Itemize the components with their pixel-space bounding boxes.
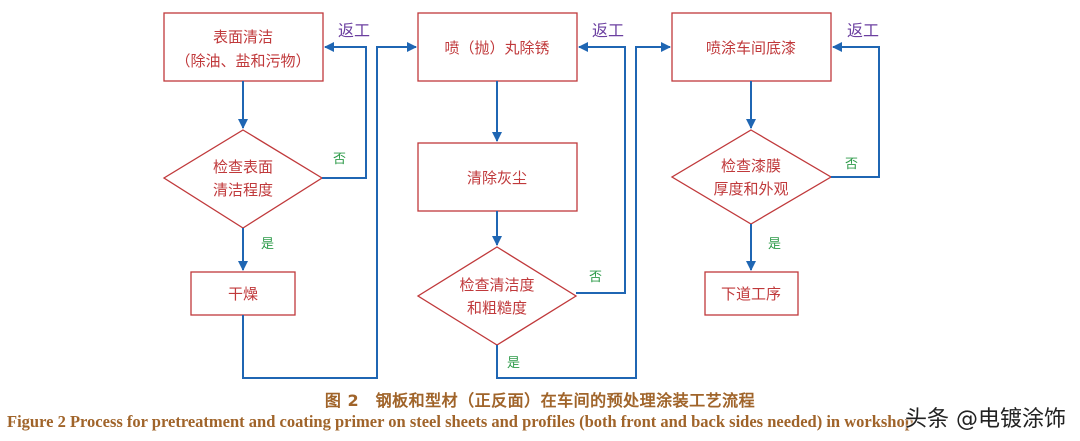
node-shop-primer	[671, 12, 832, 82]
decision-check-surface-line2: 清洁程度	[213, 181, 273, 199]
label-rework-1: 返工	[338, 21, 370, 40]
arrow-check-to-primer	[496, 42, 671, 379]
arrow-rework-3	[831, 42, 880, 178]
decision-check-roughness-line1: 检查清洁度	[459, 276, 534, 294]
label-yes-3: 是	[768, 237, 781, 252]
label-no-1: 否	[333, 152, 346, 167]
decision-check-film-line2: 厚度和外观	[713, 180, 788, 198]
node-shot-blasting	[417, 12, 578, 82]
node-surface-cleaning	[163, 12, 324, 82]
decision-check-film-line1: 检查漆膜	[721, 157, 781, 175]
decision-check-roughness-line2: 和粗糙度	[467, 299, 527, 317]
label-yes-1: 是	[261, 237, 274, 252]
arrow-dry-to-blast	[242, 42, 417, 379]
arrow-rework-2	[576, 42, 626, 294]
decision-check-surface-line1: 检查表面	[213, 158, 273, 176]
node-surface-cleaning-line2: （除油、盐和污物）	[175, 52, 310, 70]
label-no-3: 否	[845, 157, 858, 172]
decision-check-cleanliness-roughness	[416, 246, 578, 346]
label-rework-3: 返工	[847, 21, 879, 40]
node-drying-label: 干燥	[228, 285, 258, 303]
node-drying	[190, 271, 296, 316]
figure-caption-chinese: 图 2 钢板和型材（正反面）在车间的预处理涂装工艺流程	[324, 391, 756, 410]
figure-caption-english: Figure 2 Process for pretreatment and co…	[7, 412, 914, 431]
label-rework-2: 返工	[592, 21, 624, 40]
node-surface-cleaning-line1: 表面清洁	[213, 28, 273, 46]
arrow-rework-1	[322, 42, 367, 179]
node-remove-dust	[417, 142, 578, 212]
decision-check-surface-cleanliness	[162, 129, 324, 229]
label-yes-2: 是	[507, 356, 520, 371]
decision-check-film-thickness	[670, 129, 833, 225]
node-next-process-label: 下道工序	[721, 285, 781, 303]
node-remove-dust-label: 清除灰尘	[467, 169, 527, 187]
label-no-2: 否	[589, 270, 602, 285]
node-shot-blasting-label: 喷（抛）丸除锈	[444, 39, 549, 57]
node-shop-primer-label: 喷涂车间底漆	[706, 39, 796, 57]
watermark: 头条 @电镀涂饰	[905, 407, 1066, 432]
node-next-process	[704, 271, 799, 316]
